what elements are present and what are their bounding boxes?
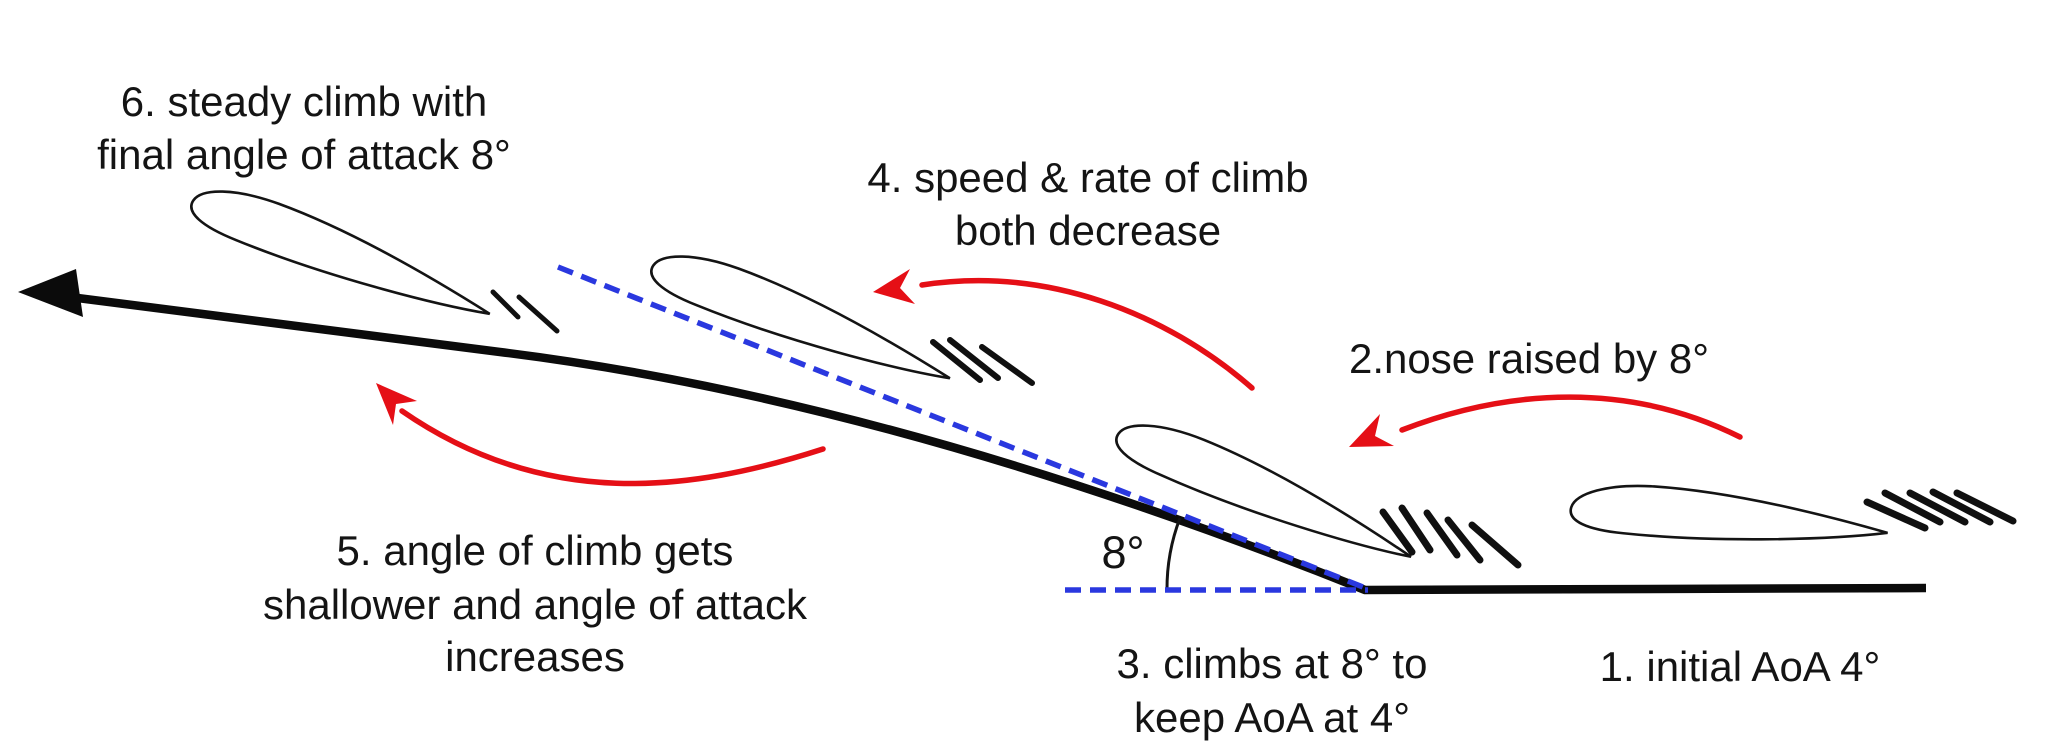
angle-arc [1165, 517, 1182, 591]
speed-marks-stage1 [1863, 488, 2017, 532]
flight-path-line [61, 291, 1927, 595]
arrow2-curve [1399, 394, 1743, 440]
label-climb-angle: 8° [1101, 527, 1144, 578]
initial-climb-extension-line [556, 264, 1370, 592]
arrow4-head-icon [873, 269, 915, 304]
arrow5-head-icon [376, 383, 417, 425]
label-step5-line3: increases [445, 633, 625, 680]
label-step5-line1: 5. angle of climb gets [337, 527, 734, 574]
reference-lines [556, 264, 1370, 593]
flight-path-arrowhead-icon [18, 269, 83, 317]
speed-marks-stage4 [930, 337, 1035, 386]
red-arrows [399, 277, 1743, 487]
speed-marks-stage6 [490, 289, 560, 334]
arrow5-curve [399, 408, 826, 487]
label-step3-line1: 3. climbs at 8° to [1117, 640, 1428, 687]
label-step4-line2: both decrease [955, 207, 1221, 254]
airfoil-stage3 [1107, 409, 1426, 571]
arrow4-curve [919, 277, 1255, 391]
label-step5-line2: shallower and angle of attack [263, 581, 808, 628]
airfoil-stage1 [1568, 481, 1891, 548]
label-step2: 2.nose raised by 8° [1349, 335, 1709, 382]
labels: 6. steady climb with final angle of atta… [97, 78, 1880, 741]
label-step4-line1: 4. speed & rate of climb [867, 154, 1308, 201]
label-step6-line2: final angle of attack 8° [97, 131, 511, 178]
airfoil-stage6 [183, 176, 503, 328]
label-step3-line2: keep AoA at 4° [1134, 694, 1410, 741]
red-arrowheads [376, 269, 1394, 447]
flight-path [18, 269, 1927, 595]
label-step1: 1. initial AoA 4° [1600, 643, 1881, 690]
airfoil-stage4 [643, 241, 963, 392]
label-step6-line1: 6. steady climb with [121, 78, 487, 125]
arrow2-head-icon [1349, 414, 1394, 447]
speed-marks-stage3 [1379, 504, 1522, 569]
